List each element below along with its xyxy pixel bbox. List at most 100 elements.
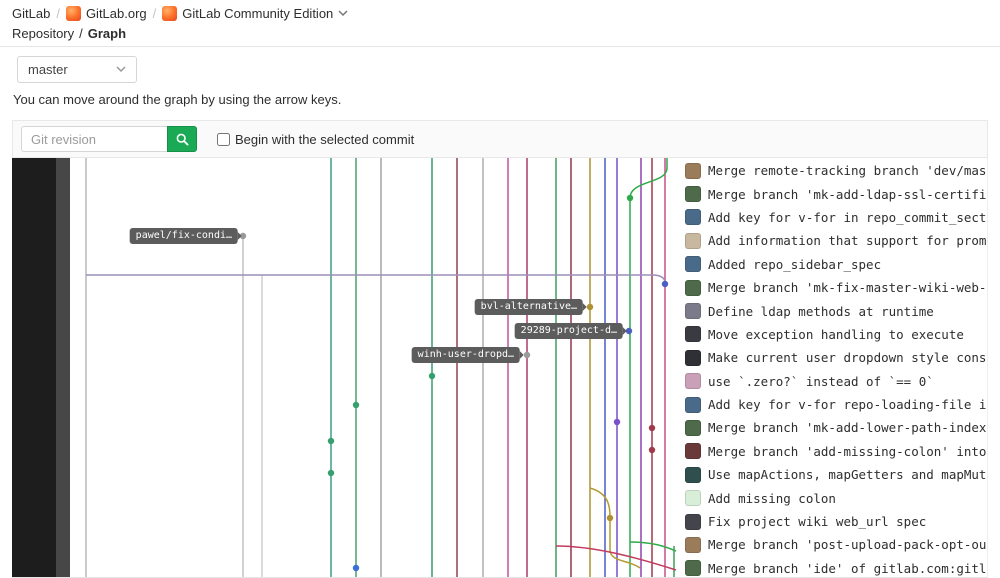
project-avatar-icon[interactable]	[162, 6, 178, 21]
commit-message-link[interactable]: Fix project wiki web_url spec	[708, 514, 927, 530]
commit-row: Merge branch 'add-missing-colon' into	[685, 440, 987, 463]
branch-selector-value: master	[28, 62, 68, 77]
commit-message-link[interactable]: Add information that support for prom	[708, 233, 987, 249]
commit-message-link[interactable]: use `.zero?` instead of `== 0`	[708, 373, 934, 389]
breadcrumb-root-link[interactable]: GitLab	[12, 6, 51, 21]
commit-dot[interactable]	[606, 514, 614, 522]
group-avatar-icon[interactable]	[65, 6, 81, 21]
commit-graph-svg[interactable]	[12, 158, 988, 578]
commit-author-avatar	[685, 256, 701, 273]
commit-row: Add information that support for prom	[685, 229, 987, 252]
commit-row: Added repo_sidebar_spec	[685, 253, 987, 276]
graph-connector-curve	[629, 158, 668, 199]
commit-row: Make current user dropdown style cons	[685, 346, 987, 369]
branch-selector-dropdown[interactable]: master	[17, 56, 137, 83]
commit-row: Merge branch 'mk-add-ldap-ssl-certifi	[685, 182, 987, 205]
commit-message-link[interactable]: Merge branch 'mk-add-ldap-ssl-certifi	[708, 186, 987, 202]
graph-dark-gutter-inner	[56, 158, 70, 577]
commit-row: Fix project wiki web_url spec	[685, 510, 987, 533]
commit-message-link[interactable]: Add missing colon	[708, 490, 836, 506]
breadcrumb-separator: /	[79, 25, 83, 41]
commit-author-avatar	[685, 466, 701, 483]
commit-author-avatar	[685, 490, 701, 507]
commit-row: Move exception handling to execute	[685, 323, 987, 346]
commit-message-link[interactable]: Define ldap methods at runtime	[708, 303, 934, 319]
commit-row: Merge branch 'post-upload-pack-opt-ou	[685, 533, 987, 556]
commit-row: Merge branch 'ide' of gitlab.com:gitl	[685, 557, 987, 577]
commit-dot[interactable]	[626, 194, 634, 202]
commit-author-avatar	[685, 349, 701, 366]
ref-label[interactable]: winh-user-dropd…	[411, 347, 520, 363]
ref-label[interactable]: bvl-alternative…	[474, 299, 583, 315]
breadcrumb-separator: /	[152, 6, 157, 21]
graph-dark-gutter	[12, 158, 56, 577]
commit-message-link[interactable]: Merge branch 'mk-fix-master-wiki-web-	[708, 280, 987, 296]
breadcrumb: GitLab / GitLab.org / GitLab Community E…	[0, 0, 1000, 47]
commit-author-avatar	[685, 162, 701, 179]
commit-message-link[interactable]: Merge remote-tracking branch 'dev/mas	[708, 163, 987, 179]
graph-connector-curve	[589, 487, 641, 569]
graph-connector-curve	[86, 274, 666, 284]
commit-message-link[interactable]: Merge branch 'ide' of gitlab.com:gitl	[708, 560, 987, 576]
ref-label[interactable]: pawel/fix-condi…	[129, 228, 238, 244]
graph-connector-curve	[629, 541, 677, 552]
breadcrumb-group-link[interactable]: GitLab.org	[85, 6, 147, 21]
commit-message-link[interactable]: Merge branch 'mk-add-lower-path-index	[708, 420, 987, 436]
commit-row: Add key for v-for repo-loading-file i	[685, 393, 987, 416]
commit-dot[interactable]	[352, 401, 360, 409]
commit-author-avatar	[685, 536, 701, 553]
commit-dot[interactable]	[648, 424, 656, 432]
commit-author-avatar	[685, 560, 701, 577]
commit-row: Merge branch 'mk-add-lower-path-index	[685, 416, 987, 439]
commit-dot[interactable]	[648, 446, 656, 454]
commit-author-avatar	[685, 186, 701, 203]
search-icon	[176, 133, 189, 146]
breadcrumb-section-link[interactable]: Repository	[12, 25, 75, 41]
commit-author-avatar	[685, 419, 701, 436]
commit-message-link[interactable]: Move exception handling to execute	[708, 326, 964, 342]
commit-row: Add key for v-for in repo_commit_sect	[685, 206, 987, 229]
commit-author-avatar	[685, 232, 701, 249]
graph-connector-curve	[555, 545, 677, 571]
commit-dot[interactable]	[352, 564, 360, 572]
graph-hint-text: You can move around the graph by using t…	[13, 92, 342, 107]
commit-dot[interactable]	[661, 280, 669, 288]
commit-message-link[interactable]: Make current user dropdown style cons	[708, 350, 987, 366]
commit-row: Use mapActions, mapGetters and mapMut	[685, 463, 987, 486]
page-title: Graph	[87, 25, 127, 41]
commit-author-avatar	[685, 209, 701, 226]
begin-with-selected-commit-label[interactable]: Begin with the selected commit	[235, 131, 415, 147]
commit-dot[interactable]	[613, 418, 621, 426]
commit-message-link[interactable]: Merge branch 'post-upload-pack-opt-ou	[708, 537, 987, 553]
chevron-down-icon[interactable]	[338, 10, 348, 17]
commit-author-avatar	[685, 303, 701, 320]
commit-author-avatar	[685, 373, 701, 390]
git-revision-input[interactable]	[21, 126, 167, 152]
commit-message-link[interactable]: Use mapActions, mapGetters and mapMut	[708, 467, 987, 483]
network-graph-canvas[interactable]: pawel/fix-condi… bvl-alternative… 29289-pr…	[12, 158, 988, 578]
commit-row: Add missing colon	[685, 486, 987, 509]
search-button[interactable]	[167, 126, 197, 152]
begin-with-selected-commit-checkbox[interactable]	[217, 132, 230, 146]
commit-message-link[interactable]: Merge branch 'add-missing-colon' into	[708, 443, 987, 459]
commit-author-avatar	[685, 396, 701, 413]
commit-message-link[interactable]: Add key for v-for repo-loading-file i	[708, 397, 987, 413]
commit-row: use `.zero?` instead of `== 0`	[685, 370, 987, 393]
commit-dot[interactable]	[327, 469, 335, 477]
commit-row: Merge branch 'mk-fix-master-wiki-web-	[685, 276, 987, 299]
commit-message-link[interactable]: Added repo_sidebar_spec	[708, 256, 882, 272]
commit-row: Define ldap methods at runtime	[685, 299, 987, 322]
commit-author-avatar	[685, 279, 701, 296]
breadcrumb-separator: /	[56, 6, 60, 21]
commit-message-link[interactable]: Add key for v-for in repo_commit_sect	[708, 209, 987, 225]
commit-dot[interactable]	[428, 372, 436, 380]
commit-author-avatar	[685, 443, 701, 460]
graph-toolbar: Begin with the selected commit	[12, 120, 988, 158]
commit-author-avatar	[685, 513, 701, 530]
commit-row: Merge remote-tracking branch 'dev/mas	[685, 159, 987, 182]
commit-dot[interactable]	[327, 437, 335, 445]
commit-author-avatar	[685, 326, 701, 343]
chevron-down-icon	[116, 66, 126, 73]
breadcrumb-project-link[interactable]: GitLab Community Edition	[182, 6, 334, 21]
ref-label[interactable]: 29289-project-d…	[514, 323, 623, 339]
